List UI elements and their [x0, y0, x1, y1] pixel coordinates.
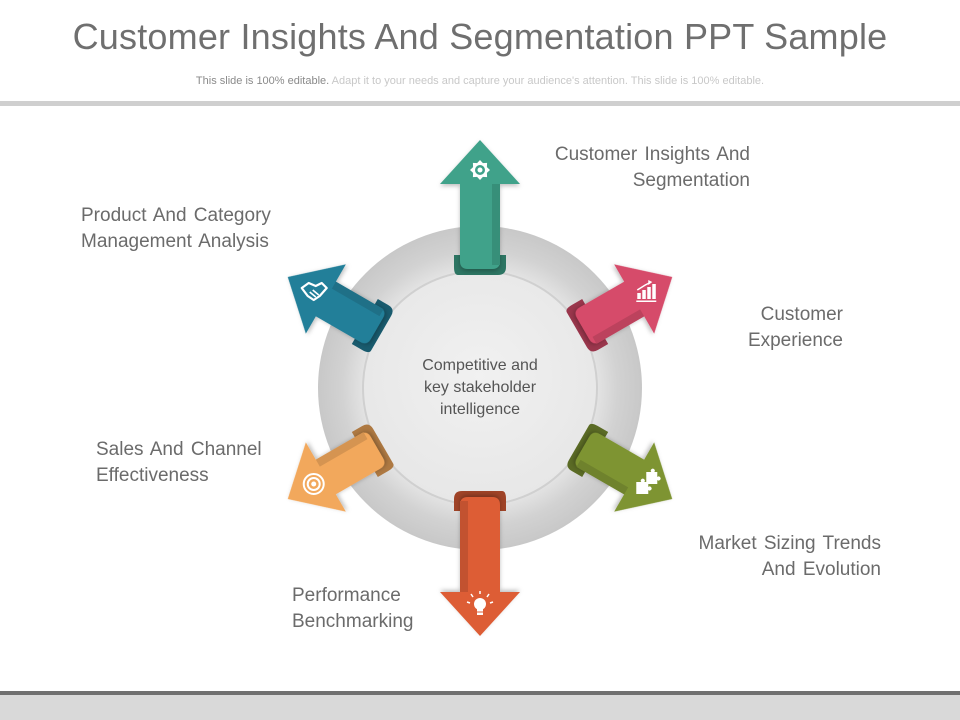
label-product-category: Product And Category Management Analysis [81, 203, 271, 255]
footer-band [0, 695, 960, 720]
label-performance-benchmarking: Performance Benchmarking [292, 583, 413, 635]
arrow-performance-benchmarking [440, 491, 520, 636]
header-divider [0, 101, 960, 106]
label-line: Customer [760, 304, 843, 325]
label-line: Product And Category [81, 205, 271, 226]
subtitle-primary: This slide is 100% editable. [195, 75, 330, 87]
gear-icon [470, 160, 490, 180]
center-label: Competitive and key stakeholder intellig… [400, 355, 560, 421]
arrow-shade [460, 501, 468, 592]
label-customer-experience: Customer Experience [748, 302, 843, 354]
label-market-sizing: Market Sizing Trends And Evolution [699, 531, 881, 583]
arrow-product-category [287, 264, 393, 353]
arrow-shade [315, 432, 368, 467]
handshake-icon [300, 281, 328, 302]
center-label-line2: key stakeholder [423, 379, 537, 396]
label-line: Performance [292, 585, 401, 606]
arrow-shade [576, 459, 629, 495]
target-icon [302, 473, 325, 495]
slide-title: Customer Insights And Segmentation PPT S… [72, 16, 888, 57]
label-line: Effectiveness [96, 465, 209, 486]
label-sales-channel: Sales And Channel Effectiveness [96, 437, 262, 489]
lightbulb-icon [466, 591, 494, 615]
growth-chart-icon [636, 280, 657, 302]
label-line: Segmentation [632, 170, 750, 191]
label-line: Customer Insights And [554, 144, 750, 165]
center-label-line3: intelligence [439, 401, 521, 418]
arrow-shade [331, 281, 384, 317]
label-line: Experience [747, 330, 843, 351]
label-line: Benchmarking [292, 611, 414, 632]
center-label-line1: Competitive and [422, 357, 538, 374]
label-line: Sales And Channel [96, 439, 262, 460]
label-line: Market Sizing Trends [698, 533, 881, 554]
label-line: And Evolution [761, 559, 881, 580]
arrow-body [287, 432, 385, 512]
arrow-market-sizing [567, 423, 673, 512]
subtitle-secondary: Adapt it to your needs and capture your … [329, 75, 765, 87]
arrow-customer-insights [440, 140, 520, 275]
arrow-shade [492, 184, 500, 265]
puzzle-icon [636, 468, 661, 494]
arrow-sales-channel [287, 424, 394, 512]
arrow-shade [592, 309, 645, 344]
slide-subtitle: This slide is 100% editable. Adapt it to… [0, 75, 960, 87]
label-customer-insights: Customer Insights And Segmentation [555, 142, 750, 194]
label-line: Management Analysis [81, 231, 269, 252]
footer-divider [0, 691, 960, 695]
arrow-customer-experience [566, 264, 673, 352]
